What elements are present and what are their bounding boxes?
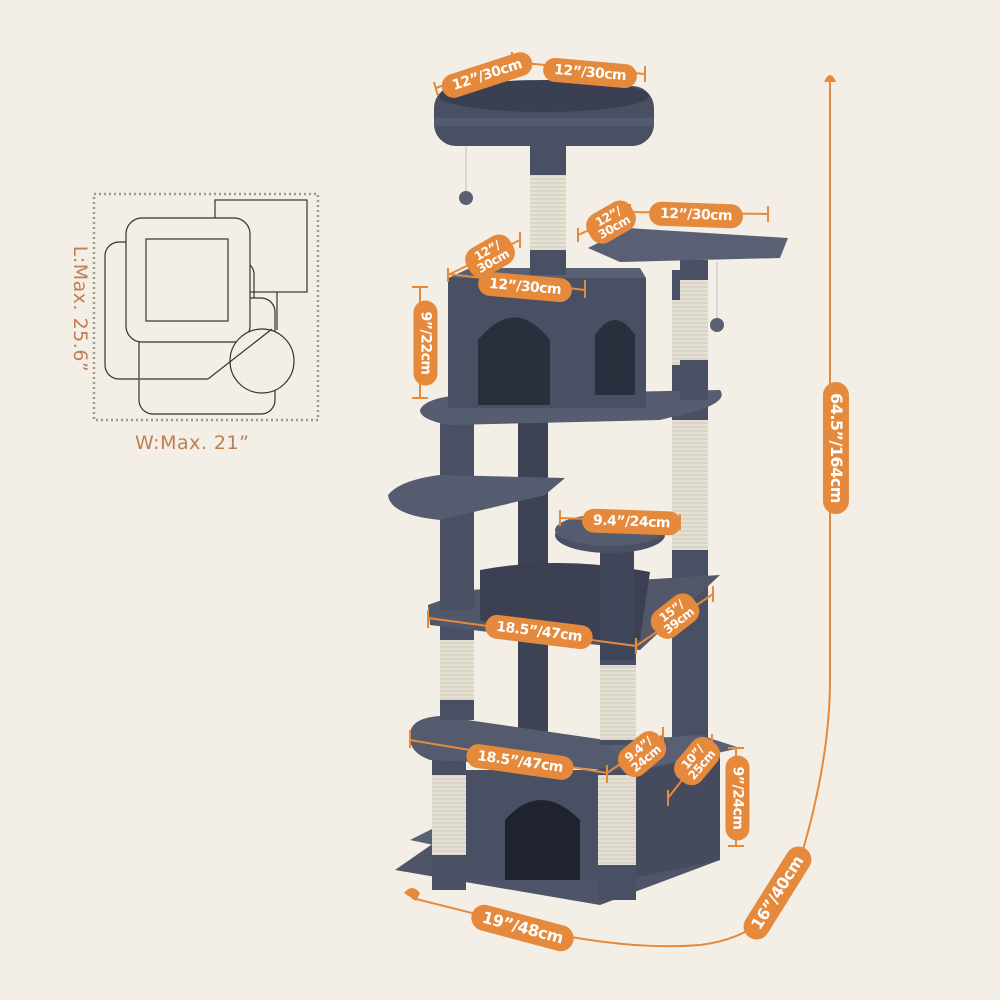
- footprint-diagram: L:Max. 25.6” W:Max. 21”: [40, 180, 340, 460]
- footprint-outline-icon: [92, 192, 320, 422]
- base-box-height-label: 9”/24cm: [725, 755, 750, 841]
- footprint-width-label: W:Max. 21”: [135, 432, 250, 454]
- side-platform-width-label: 12”/30cm: [648, 201, 744, 229]
- round-perch-diameter-label: 9.4”/24cm: [581, 508, 682, 536]
- total-height-label: 64.5”/164cm: [822, 382, 849, 514]
- condo-height-label: 9”/22cm: [413, 300, 438, 386]
